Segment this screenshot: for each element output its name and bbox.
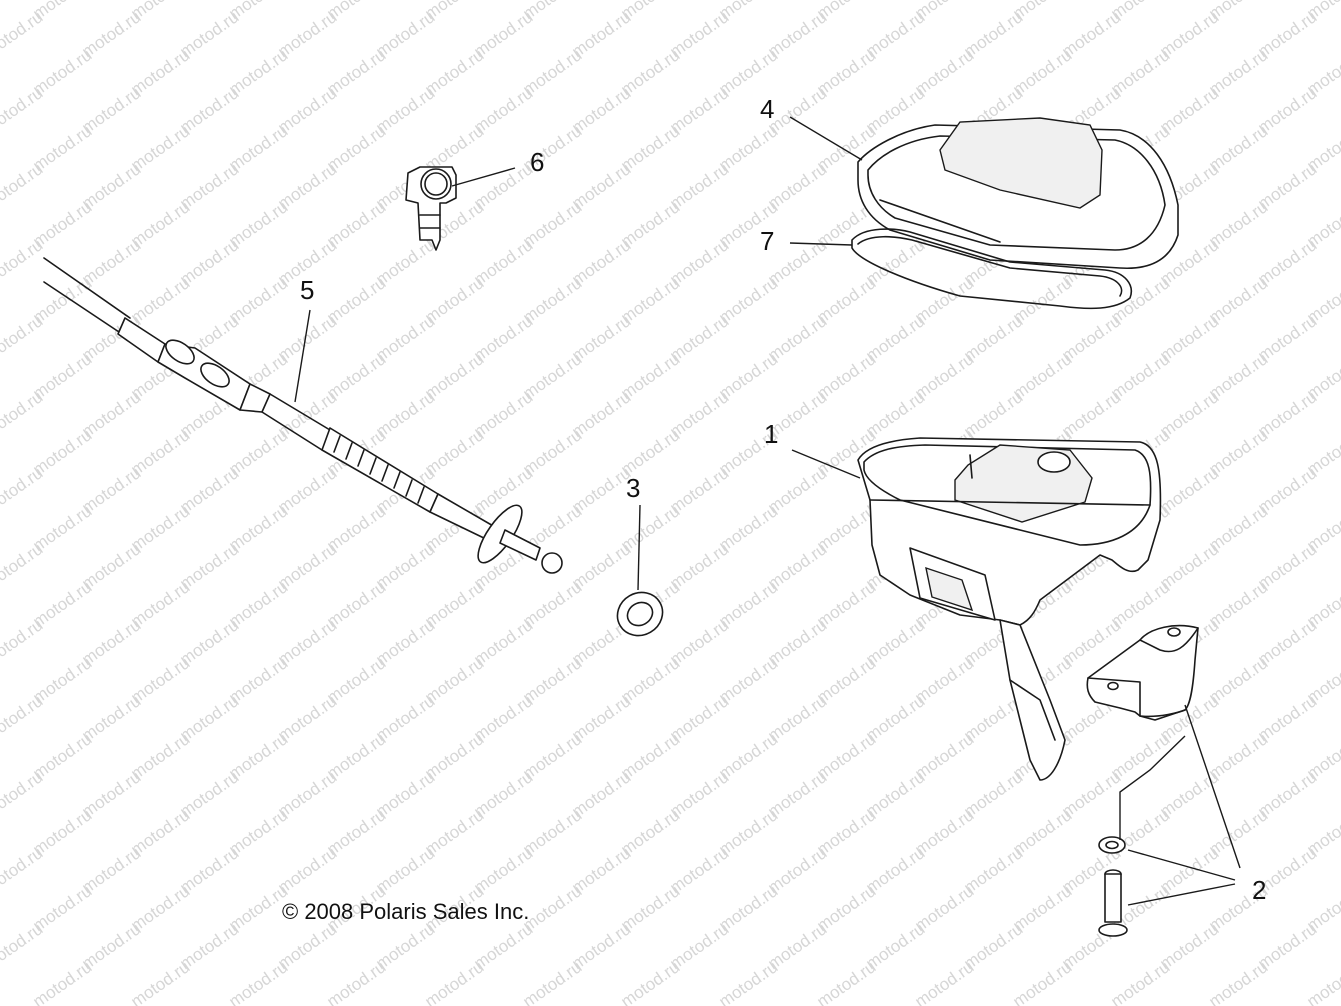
watermark-text: motod.ru xyxy=(0,843,46,897)
watermark-text: motod.ru xyxy=(29,957,95,1006)
watermark-text: motod.ru xyxy=(1009,957,1075,1006)
callout-1: 1 xyxy=(764,419,778,449)
watermark-text: motod.ru xyxy=(1205,957,1271,1006)
part-4-cover xyxy=(857,117,1179,270)
watermark-text: motod.ru xyxy=(617,957,683,1006)
callout-3: 3 xyxy=(626,473,640,503)
callout-2: 2 xyxy=(1252,875,1266,905)
watermark-text: motod.ru xyxy=(0,83,46,137)
part-7-gasket xyxy=(851,228,1132,310)
callout-5: 5 xyxy=(300,275,314,305)
part-2-lock-washer xyxy=(1098,836,1126,854)
part-1-throttle-housing xyxy=(857,437,1162,781)
watermark-text: motod.ru xyxy=(0,235,46,289)
watermark-text: motod.ru xyxy=(1303,957,1341,1006)
watermark-text: motod.ru xyxy=(0,159,46,213)
part-2-bolt xyxy=(1098,869,1128,937)
watermark-text: motod.ru xyxy=(0,767,46,821)
part-5-throttle-cable xyxy=(43,257,563,574)
watermark-text: motod.ru xyxy=(519,957,585,1006)
watermark-text: motod.ru xyxy=(0,7,46,61)
watermark-text: motod.ru xyxy=(911,957,977,1006)
part-3-washer xyxy=(616,591,664,637)
watermark-text: motod.ru xyxy=(0,539,46,593)
leader-lines xyxy=(294,116,1241,906)
watermark-text: motod.ru xyxy=(813,957,879,1006)
part-2-clamp xyxy=(1086,624,1199,721)
copyright-notice: © 2008 Polaris Sales Inc. xyxy=(282,899,529,924)
callout-6: 6 xyxy=(530,147,544,177)
watermark-text: motod.ru xyxy=(715,957,781,1006)
watermark-text: motod.ru xyxy=(0,691,46,745)
callout-4: 4 xyxy=(760,94,774,124)
watermark-text: motod.ru xyxy=(0,387,46,441)
watermark-text: motod.ru xyxy=(0,311,46,365)
watermark-text: motod.ru xyxy=(0,463,46,517)
watermark-text: motod.ru xyxy=(323,957,389,1006)
part-6-cable-clip xyxy=(405,166,457,251)
callout-7: 7 xyxy=(760,226,774,256)
watermark-text: motod.ru xyxy=(0,919,46,973)
watermark-text: motod.ru xyxy=(0,615,46,669)
watermark-text: motod.ru xyxy=(225,957,291,1006)
watermark-text: motod.ru xyxy=(127,957,193,1006)
watermark-text: motod.ru xyxy=(1107,957,1173,1006)
watermark-text: motod.ru xyxy=(421,957,487,1006)
